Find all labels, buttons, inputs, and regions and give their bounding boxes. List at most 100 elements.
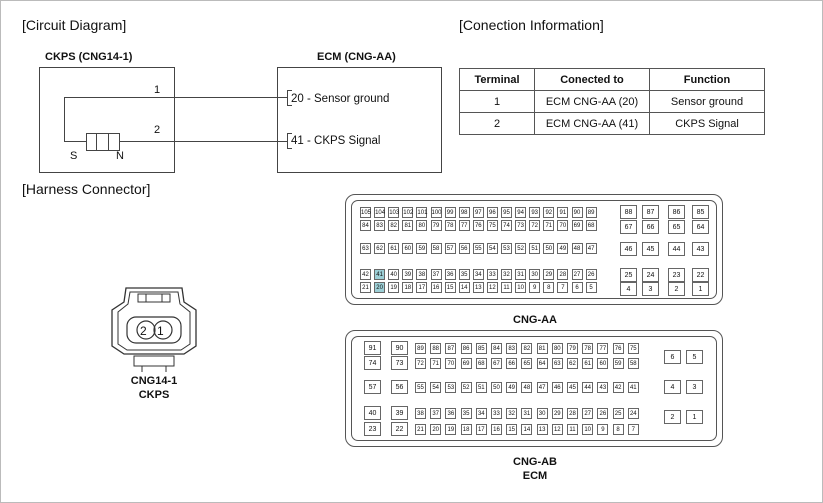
connector-pin: 20 [430, 424, 442, 435]
connector-pin: 19 [445, 424, 457, 435]
connector-pin: 43 [692, 242, 709, 256]
cng-ab-connector [345, 330, 723, 447]
pin-s-label: S [70, 150, 78, 162]
connector-pin: 61 [388, 243, 400, 254]
connector-pin: 59 [612, 358, 624, 369]
connector-pin: 6 [664, 350, 681, 364]
ecm-terminal-20-bracket-bottom [287, 105, 292, 106]
connector-pin: 38 [416, 269, 428, 280]
connector-pin: 31 [521, 408, 533, 419]
sensor-pin-1: 1 [157, 324, 164, 338]
connector-pin: 47 [585, 243, 597, 254]
connector-pin: 91 [364, 341, 381, 355]
connector-pin: 79 [567, 343, 578, 354]
connector-pin: 18 [460, 424, 472, 435]
connector-pin: 8 [543, 282, 555, 293]
connector-pin: 35 [458, 269, 470, 280]
connector-pin: 36 [445, 408, 457, 419]
connector-pin: 60 [402, 243, 414, 254]
connector-pin: 7 [557, 282, 569, 293]
connector-pin: 19 [388, 282, 400, 293]
connector-pin: 52 [460, 382, 472, 393]
connector-pin: 60 [597, 358, 609, 369]
connector-pin: 64 [536, 358, 548, 369]
table-row: 2 ECM CNG-AA (41) CKPS Signal [459, 112, 765, 135]
connector-pin: 66 [506, 358, 518, 369]
connector-pin: 41 [627, 382, 639, 393]
connector-pin: 9 [529, 282, 541, 293]
connector-pin: 45 [642, 242, 659, 256]
connector-pin: 42 [360, 269, 371, 280]
circuit-diagram-heading: [Circuit Diagram] [22, 17, 127, 33]
connector-pin: 22 [692, 268, 709, 282]
connector-pin: 44 [668, 242, 685, 256]
connector-pin: 35 [460, 408, 472, 419]
connector-pin: 7 [627, 424, 639, 435]
connector-pin: 56 [458, 243, 470, 254]
connector-pin: 88 [620, 205, 637, 219]
connector-pin: 69 [571, 220, 583, 231]
cng-aa-connector-inner [351, 200, 717, 299]
connector-pin: 39 [391, 406, 408, 420]
connector-pin: 83 [506, 343, 518, 354]
connector-pin: 67 [620, 220, 637, 234]
connector-pin: 86 [460, 343, 472, 354]
connector-pin: 24 [642, 268, 659, 282]
wire-2 [119, 141, 287, 142]
connector-pin: 92 [543, 207, 555, 218]
connector-pin: 57 [364, 380, 381, 394]
connector-pin: 67 [491, 358, 502, 369]
connector-pin: 33 [486, 269, 498, 280]
connector-pin: 65 [668, 220, 685, 234]
table-cell: 2 [459, 112, 535, 135]
ecm-terminal-41-bracket-bottom [287, 148, 292, 149]
ecm-pin-20-label: 20 - Sensor ground [291, 93, 390, 105]
connector-pin: 27 [571, 269, 583, 280]
sensor-loop-wire [64, 97, 65, 141]
connector-pin: 87 [445, 343, 457, 354]
cng-ab-subcaption: ECM [522, 470, 548, 482]
connector-pin: 71 [430, 358, 442, 369]
connector-pin: 17 [416, 282, 428, 293]
connector-pin: 15 [444, 282, 456, 293]
connector-pin: 82 [388, 220, 400, 231]
connector-pin: 85 [475, 343, 487, 354]
cng-aa-connector [345, 194, 723, 305]
connector-pin: 22 [391, 422, 408, 436]
connector-pin: 77 [597, 343, 609, 354]
sensor-title: CKPS (CNG14-1) [45, 51, 133, 63]
connector-pin: 3 [642, 282, 659, 296]
connector-pin: 16 [430, 282, 442, 293]
connector-pin: 81 [402, 220, 414, 231]
connector-pin: 48 [571, 243, 583, 254]
connector-pin: 2 [668, 282, 685, 296]
connector-pin: 30 [529, 269, 541, 280]
connector-pin: 52 [515, 243, 527, 254]
connector-pin: 44 [582, 382, 594, 393]
connector-pin: 49 [557, 243, 569, 254]
connector-pin: 23 [364, 422, 381, 436]
connection-table: Terminal Conected to Function 1 ECM CNG-… [459, 68, 765, 135]
connector-pin: 50 [543, 243, 555, 254]
connector-pin: 28 [567, 408, 578, 419]
sensor-core [96, 133, 109, 151]
connector-pin: 84 [360, 220, 371, 231]
header-terminal: Terminal [459, 68, 535, 91]
connector-pin: 90 [391, 341, 408, 355]
connector-pin: 73 [391, 356, 408, 370]
connector-pin: 53 [501, 243, 512, 254]
sensor-loop-bottom [64, 141, 86, 142]
connector-pin: 34 [472, 269, 484, 280]
connector-pin: 73 [515, 220, 527, 231]
connector-pin: 54 [430, 382, 442, 393]
connector-pin: 98 [458, 207, 470, 218]
connector-pin: 25 [620, 268, 637, 282]
wire-2-number: 2 [154, 124, 161, 136]
connector-pin: 40 [388, 269, 400, 280]
connector-pin: 46 [620, 242, 637, 256]
connector-pin: 48 [521, 382, 533, 393]
connector-pin: 15 [506, 424, 518, 435]
connector-pin: 105 [360, 207, 371, 218]
connector-pin: 10 [515, 282, 527, 293]
harness-connector-heading: [Harness Connector] [22, 181, 151, 197]
